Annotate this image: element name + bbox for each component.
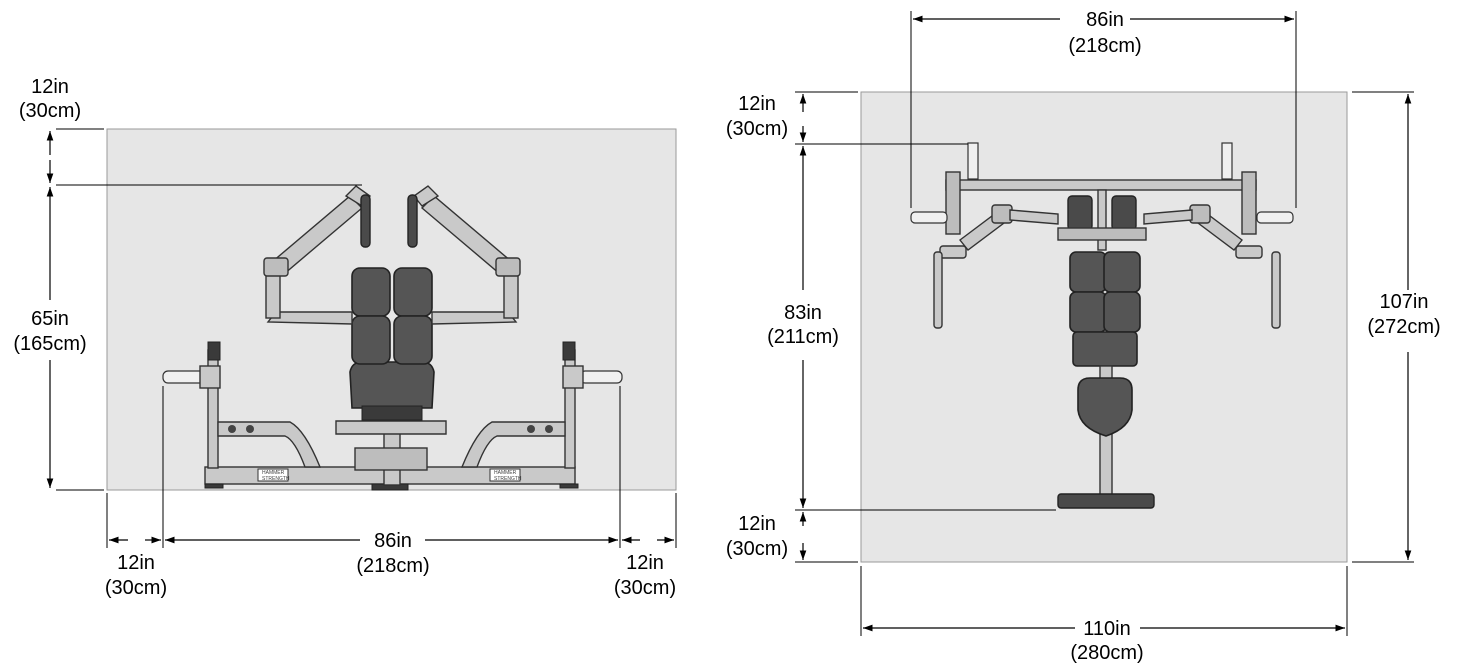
front-left-clearance-imperial: 12in (117, 552, 155, 574)
top-machine-illustration (910, 142, 1294, 509)
top-total-length-metric: (272cm) (1367, 316, 1440, 338)
back-pad (351, 315, 391, 365)
foot-platform (1057, 493, 1155, 509)
back-pad (351, 267, 391, 317)
back-pad (393, 267, 433, 317)
top-width-imperial: 86in (1086, 9, 1124, 31)
top-length-metric: (211cm) (767, 326, 839, 348)
top-total-width-imperial: 110in (1083, 618, 1130, 640)
front-width-metric: (218cm) (356, 555, 429, 577)
back-pad (1103, 291, 1141, 333)
front-right-clearance-imperial: 12in (626, 552, 664, 574)
top-bottom-clearance-metric: (30cm) (726, 538, 788, 560)
seat-pad (349, 361, 435, 409)
svg-text:HAMMER: HAMMER (494, 470, 517, 476)
front-height-metric: (165cm) (13, 333, 86, 355)
front-left-clearance-metric: (30cm) (105, 577, 167, 599)
top-total-width-metric: (280cm) (1070, 642, 1143, 664)
top-bottom-clearance-imperial: 12in (738, 513, 776, 535)
back-pad (1069, 291, 1107, 333)
top-view: 86in (218cm) 12in (30cm) 83in (211cm) 12… (726, 9, 1441, 664)
top-total-length-imperial: 107in (1380, 291, 1429, 313)
top-top-clearance-imperial: 12in (738, 93, 776, 115)
back-pad (393, 315, 433, 365)
seat-pad (1072, 331, 1138, 367)
right-handle (407, 194, 418, 248)
top-top-clearance-metric: (30cm) (726, 118, 788, 140)
back-pad (1069, 251, 1107, 293)
chest-pad (1077, 377, 1133, 437)
front-width-imperial: 86in (374, 530, 412, 552)
svg-text:STRENGTH: STRENGTH (262, 476, 290, 482)
top-width-metric: (218cm) (1068, 35, 1141, 57)
front-top-clearance-metric: (30cm) (19, 100, 81, 122)
svg-text:HAMMER: HAMMER (262, 470, 285, 476)
left-handle (360, 194, 371, 248)
top-length-imperial: 83in (784, 302, 822, 324)
front-right-clearance-metric: (30cm) (614, 577, 676, 599)
back-pad (1103, 251, 1141, 293)
svg-text:STRENGTH: STRENGTH (494, 476, 522, 482)
front-height-imperial: 65in (31, 308, 69, 330)
front-top-clearance-imperial: 12in (31, 76, 69, 98)
